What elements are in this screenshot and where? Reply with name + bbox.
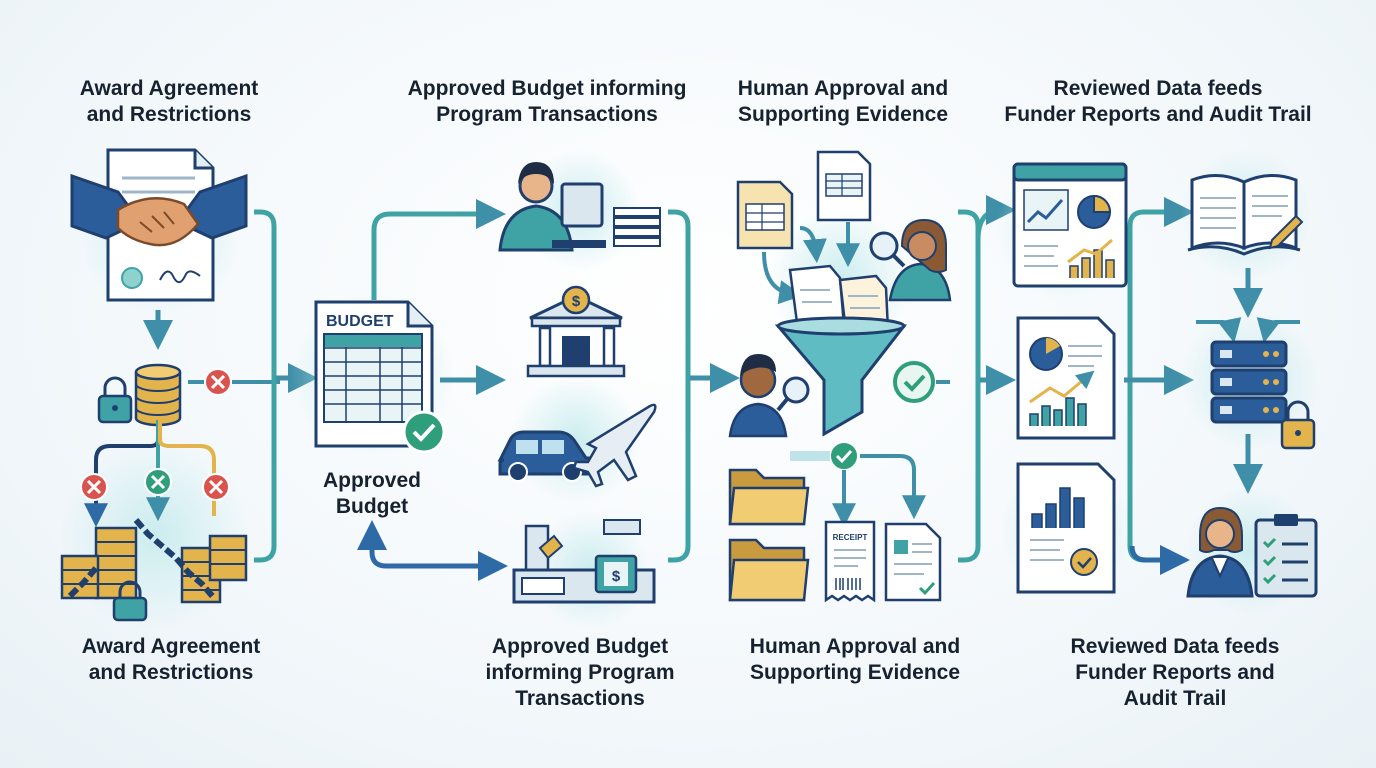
approval-group: RECEIPT — [728, 150, 1016, 603]
budget-group: BUDGET — [290, 199, 508, 581]
lock-icon — [97, 376, 133, 424]
coin-stack-icon — [134, 363, 182, 427]
terminal-dollar-symbol: $ — [612, 568, 621, 585]
ledger-book-icon — [1187, 174, 1304, 256]
blocked-icon-left — [80, 473, 108, 501]
budget-title: BUDGET — [326, 313, 394, 330]
dashboard-report-icon — [1012, 162, 1128, 288]
handshake-icon — [70, 173, 248, 247]
blocked-icon-right — [202, 473, 230, 501]
bank-dollar-symbol: $ — [572, 293, 581, 310]
reports-group — [996, 160, 1194, 596]
staff-computer-icon — [498, 162, 661, 252]
blocked-icon — [204, 368, 232, 396]
award-agreement-group — [60, 148, 318, 630]
spreadsheet-doc-icon-2 — [816, 150, 872, 222]
server-database-icon — [1210, 340, 1316, 450]
spreadsheet-doc-icon — [736, 180, 794, 250]
receipt-icon: RECEIPT — [824, 520, 876, 603]
payment-terminal-icon: $ — [512, 519, 656, 604]
approved-check-icon — [893, 361, 935, 403]
allowed-icon-middle — [144, 468, 172, 496]
folder-icon — [728, 468, 810, 526]
summary-report-icon — [1016, 462, 1116, 594]
receipt-title: RECEIPT — [833, 533, 868, 542]
checklist-clipboard-icon — [1254, 514, 1318, 598]
travel-icon — [497, 403, 657, 488]
funnel-icon — [774, 316, 908, 437]
auditor-icon — [1186, 506, 1254, 598]
bank-icon: $ — [526, 285, 626, 378]
audit-group — [1180, 149, 1320, 614]
chained-coins-icon — [60, 518, 248, 622]
folder-icon-2 — [728, 538, 810, 602]
approved-check-icon-2 — [829, 441, 859, 471]
invoice-doc-icon — [884, 522, 942, 602]
budget-document-icon: BUDGET — [314, 300, 446, 454]
chart-report-icon — [1016, 316, 1116, 440]
reviewer-icon-2 — [728, 354, 810, 438]
reviewer-icon — [869, 218, 952, 302]
transactions-group: $ $ — [497, 150, 740, 630]
